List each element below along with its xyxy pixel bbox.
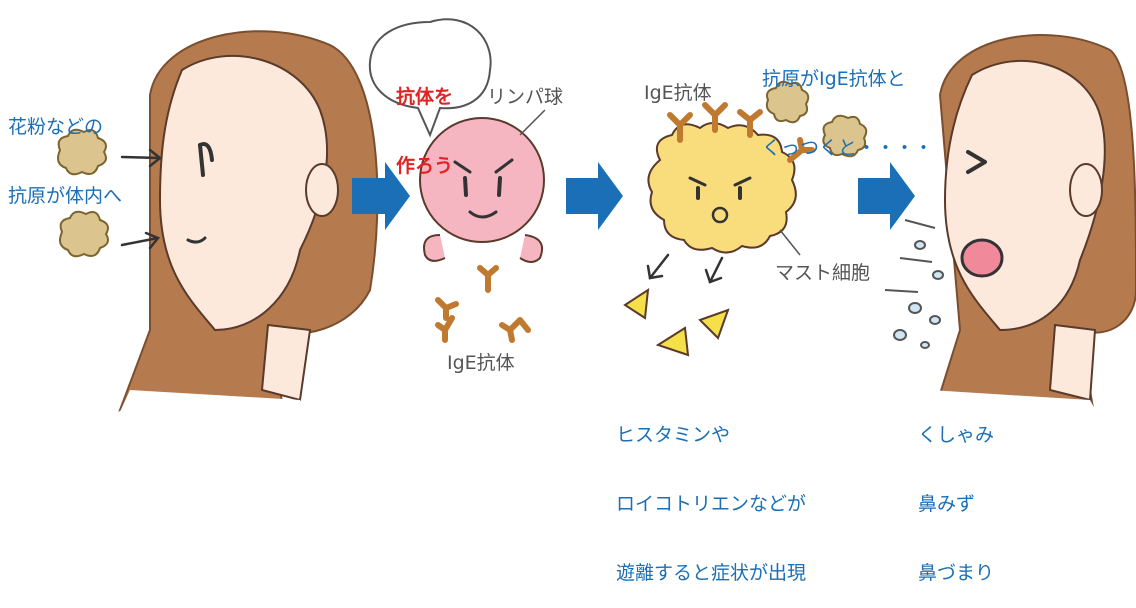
- binding-text: 抗原がIgE抗体と くっつくと・・・・: [762, 22, 933, 183]
- speech-bubble: [368, 18, 492, 138]
- pollen-text: 花粉などの 抗原が体内へ: [8, 70, 122, 231]
- mast-cell-label: マスト細胞: [775, 262, 871, 284]
- ige-antibodies-free: [435, 265, 531, 343]
- ige-antibodies-bound: [667, 102, 815, 163]
- inhale-arrow-2: [120, 231, 161, 250]
- flow-arrow-3: [858, 162, 915, 230]
- speech-bubble-text: 抗体を 作ろう: [396, 40, 453, 201]
- mast-cell-pointer: [779, 229, 801, 256]
- release-text-line-2: ロイコトリエンなどが: [616, 493, 807, 515]
- symptoms-text-line-3: 鼻づまり: [918, 562, 995, 584]
- symptoms-text: くしゃみ 鼻みず 鼻づまり: [918, 378, 994, 608]
- ige-label-mast-cell: IgE抗体: [644, 82, 712, 104]
- binding-text-line-1: 抗原がIgE抗体と: [762, 68, 906, 90]
- pollen-grain-4: [822, 114, 868, 158]
- symptoms-text-line-2: 鼻みず: [918, 493, 976, 515]
- release-text-line-1: ヒスタミンや: [616, 424, 731, 446]
- binding-text-line-2: くっつくと・・・・: [762, 137, 934, 159]
- mediator-granules: [623, 288, 730, 357]
- release-text-line-3: 遊離すると症状が出現: [616, 562, 807, 584]
- lymphocyte-label: リンパ球: [487, 86, 564, 108]
- release-arrows: [646, 253, 724, 284]
- symptoms-text-line-1: くしゃみ: [918, 424, 995, 446]
- release-text: ヒスタミンや ロイコトリエンなどが 遊離すると症状が出現: [616, 378, 806, 608]
- mast-cell: [647, 122, 797, 254]
- person-face-left: [100, 30, 379, 455]
- inhale-arrow-1: [120, 148, 163, 168]
- lymphocyte-cell: [419, 117, 545, 263]
- person-face-right: [900, 34, 1136, 455]
- sneeze-droplets: [884, 219, 944, 349]
- allergy-diagram: [57, 18, 1136, 455]
- pollen-text-line-2: 抗原が体内へ: [8, 185, 123, 207]
- pollen-text-line-1: 花粉などの: [8, 116, 104, 138]
- pollen-grain-1: [57, 128, 107, 176]
- pollen-grain-2: [59, 210, 109, 258]
- speech-bubble-line-1: 抗体を: [396, 86, 454, 108]
- pollen-grain-3: [765, 80, 810, 124]
- lymphocyte-pointer: [519, 109, 546, 136]
- flow-arrow-1: [352, 162, 410, 230]
- flow-arrow-2: [566, 162, 623, 230]
- speech-bubble-line-2: 作ろう: [396, 155, 454, 177]
- ige-label-lymphocyte: IgE抗体: [447, 352, 515, 374]
